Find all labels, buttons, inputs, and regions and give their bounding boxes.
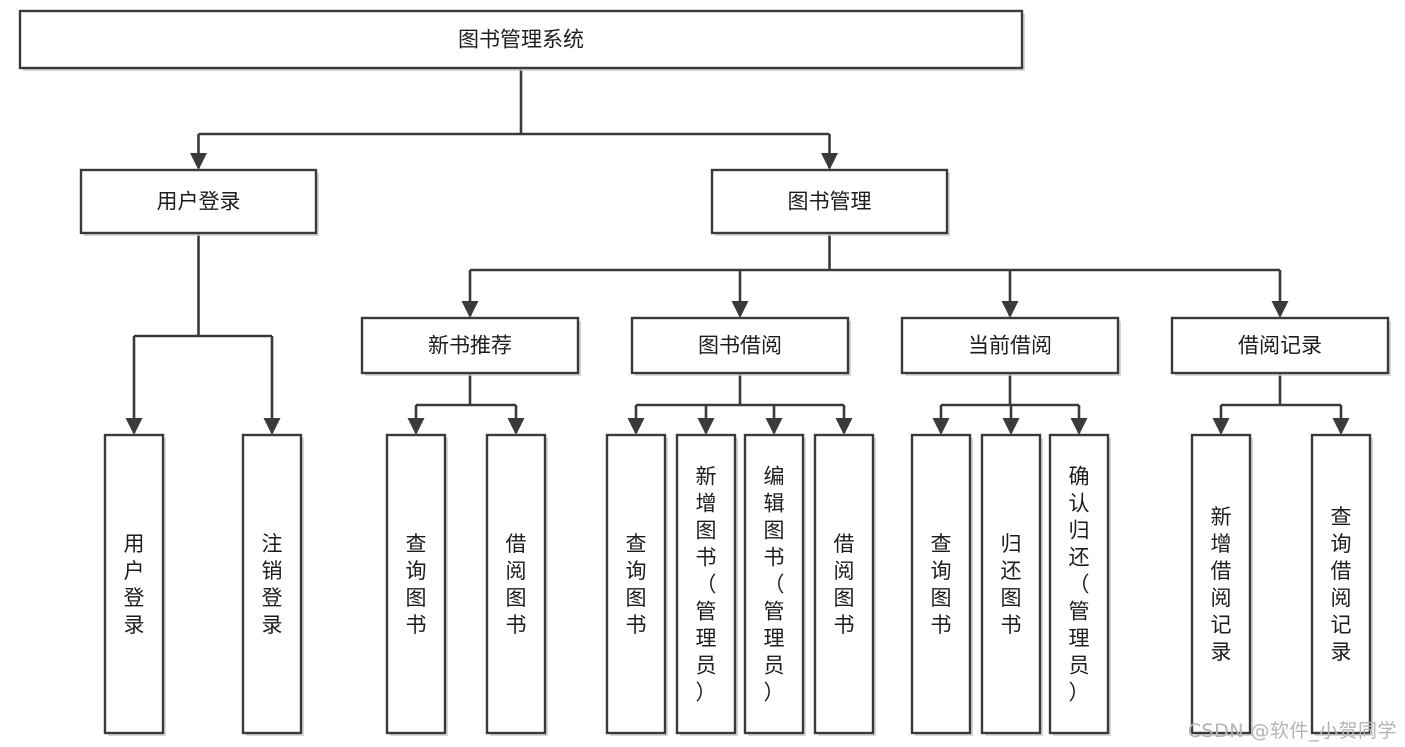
arrow-head-icon [835,418,853,435]
arrow-head-icon [407,418,425,435]
node-query-book-1[interactable]: 查询图书 [385,433,448,736]
node-edit-book-admin[interactable]: 编辑图书（管理员） [743,433,806,736]
node-label: 图书管理 [788,190,872,214]
node-label: 查询图书 [406,532,427,637]
arrow-head-icon [627,418,645,435]
connector-layer [125,68,1350,435]
node-label: 编辑图书（管理员） [764,465,785,705]
node-label: 新增图书（管理员） [696,465,717,705]
node-layer: 图书管理系统用户登录用户登录注销登录图书管理新书推荐查询图书借阅图书图书借阅查询… [18,9,1391,736]
node-query-book-2[interactable]: 查询图书 [605,433,668,736]
node-label: 图书借阅 [698,334,782,358]
node-current-borrow[interactable]: 当前借阅 [900,316,1121,376]
node-query-book-3[interactable]: 查询图书 [910,433,973,736]
node-add-book-admin[interactable]: 新增图书（管理员） [675,433,738,736]
node-confirm-return-admin[interactable]: 确认归还（管理员） [1048,433,1111,736]
node-label: 借阅记录 [1238,334,1322,358]
arrow-head-icon [821,153,838,170]
arrow-head-icon [765,418,783,435]
node-label: 注销登录 [262,532,283,637]
node-label: 确认归还（管理员） [1069,465,1090,705]
arrow-head-icon [125,418,143,435]
arrow-head-icon [263,418,281,435]
csdn-watermark: CSDN @软件_小贺同学 [1187,720,1397,742]
node-label: 新增借阅记录 [1211,505,1232,664]
node-label: 查询借阅记录 [1331,505,1352,664]
node-book-manage[interactable]: 图书管理 [710,168,950,236]
arrow-head-icon [461,301,479,318]
node-label: 查询图书 [626,532,647,637]
node-add-borrow-record[interactable]: 新增借阅记录 [1190,433,1253,736]
node-query-borrow-record[interactable]: 查询借阅记录 [1310,433,1373,736]
node-label: 当前借阅 [968,334,1052,358]
node-label: 归还图书 [1001,532,1022,637]
node-label: 查询图书 [931,532,952,637]
node-label: 用户登录 [157,190,241,214]
node-borrow-book-2[interactable]: 借阅图书 [813,433,876,736]
arrow-head-icon [1212,418,1230,435]
node-user-login[interactable]: 用户登录 [79,168,319,236]
arrow-head-icon [697,418,715,435]
node-return-book[interactable]: 归还图书 [980,433,1043,736]
node-root-图书管理系统[interactable]: 图书管理系统 [18,9,1025,71]
node-label: 借阅图书 [506,532,527,637]
node-borrow-book-1[interactable]: 借阅图书 [485,433,548,736]
node-label: 借阅图书 [834,532,855,637]
arrow-head-icon [1001,301,1019,318]
node-user-logout[interactable]: 注销登录 [241,433,304,736]
arrow-head-icon [1332,418,1350,435]
arrow-head-icon [1271,301,1289,318]
node-label: 新书推荐 [428,334,512,358]
node-label: 用户登录 [124,532,145,637]
arrow-head-icon [190,153,207,170]
node-user-login-do[interactable]: 用户登录 [103,433,166,736]
arrow-head-icon [507,418,525,435]
node-new-book-recommend[interactable]: 新书推荐 [360,316,581,376]
node-book-borrow[interactable]: 图书借阅 [630,316,851,376]
node-label: 图书管理系统 [458,28,584,52]
arrow-head-icon [932,418,950,435]
arrow-head-icon [731,301,749,318]
arrow-head-icon [1070,418,1088,435]
arrow-head-icon [1002,418,1020,435]
node-borrow-record[interactable]: 借阅记录 [1170,316,1391,376]
